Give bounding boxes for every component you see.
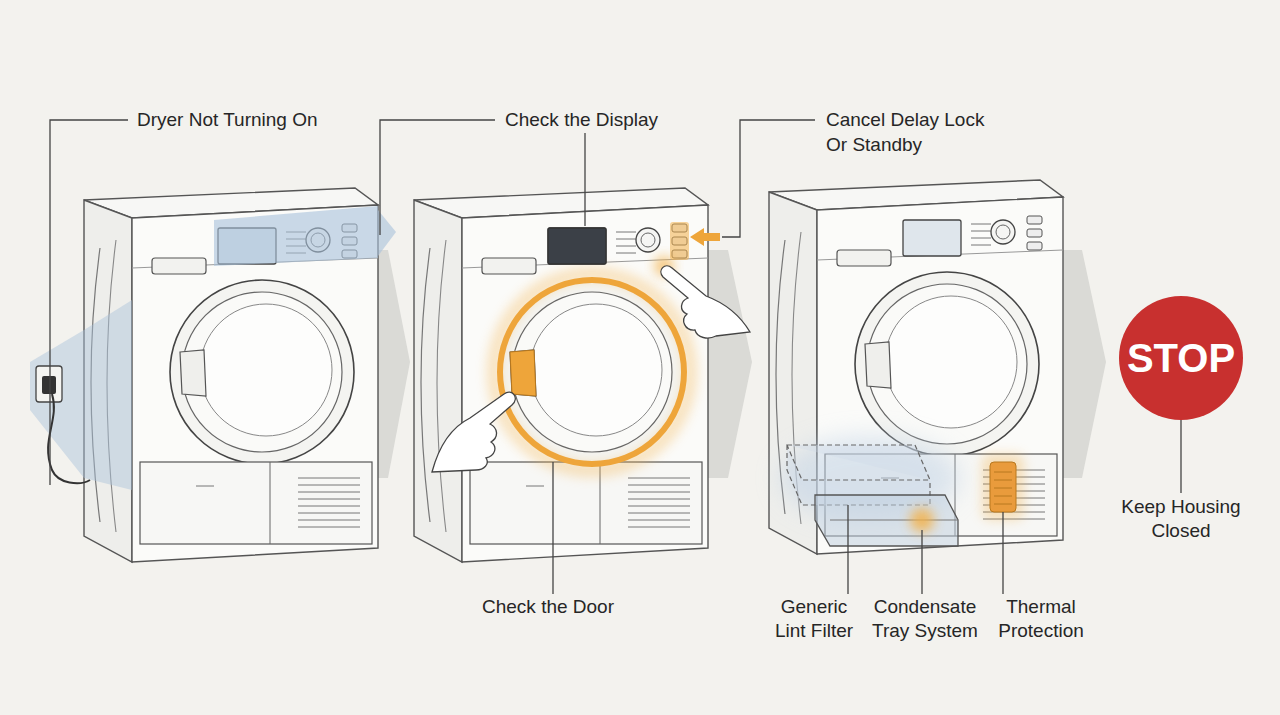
callout-label: Thermal Protection [993, 595, 1089, 643]
door-glow [494, 274, 690, 470]
leader-line [380, 120, 495, 235]
callout-label: Check the Display [505, 108, 658, 132]
hand [661, 266, 750, 338]
thermal-cutout [990, 462, 1016, 512]
callout-label: Cancel Delay Lock Or Standby [826, 107, 1001, 157]
dryer-door [414, 188, 708, 562]
tray-edge [830, 520, 958, 521]
flow-chevron [1058, 250, 1106, 478]
leader-line [1180, 420, 1181, 493]
dryer-internals [769, 180, 1063, 554]
power-cord [48, 394, 90, 483]
button-highlight [670, 222, 689, 260]
hand [432, 392, 515, 472]
pointer-arrow [690, 228, 720, 246]
leader-line [50, 120, 128, 485]
door-highlight [500, 280, 684, 464]
leader-line [722, 120, 815, 237]
condensate-tray [815, 495, 958, 546]
leader-line [847, 505, 848, 594]
thermal-glow [982, 454, 1024, 520]
wall-outlet [36, 366, 62, 402]
thermal-ribs [994, 472, 1012, 504]
power-highlight [30, 300, 132, 490]
handle-highlight [510, 350, 536, 396]
callout-label: Check the Door [482, 595, 614, 619]
leader-line [921, 530, 922, 594]
flow-chevron [702, 250, 752, 478]
leader-line [584, 133, 585, 226]
panel-highlight [378, 210, 396, 256]
leader-line [1002, 512, 1003, 594]
plug [42, 376, 56, 394]
callout-label: Condensate Tray System [866, 595, 984, 643]
leader-lines [50, 120, 1181, 594]
callout-label: Generic Lint Filter [769, 595, 859, 643]
panel-highlight [214, 206, 378, 266]
stop-circle [1119, 296, 1243, 420]
dark-display [548, 228, 606, 264]
stop-text: STOP [1127, 336, 1235, 380]
leader-line [552, 462, 553, 594]
tray-glow [910, 508, 934, 532]
callout-label: Dryer Not Turning On [137, 108, 318, 132]
callout-label: Keep Housing Closed [1116, 495, 1246, 543]
stop-sign: STOP [1119, 296, 1243, 420]
